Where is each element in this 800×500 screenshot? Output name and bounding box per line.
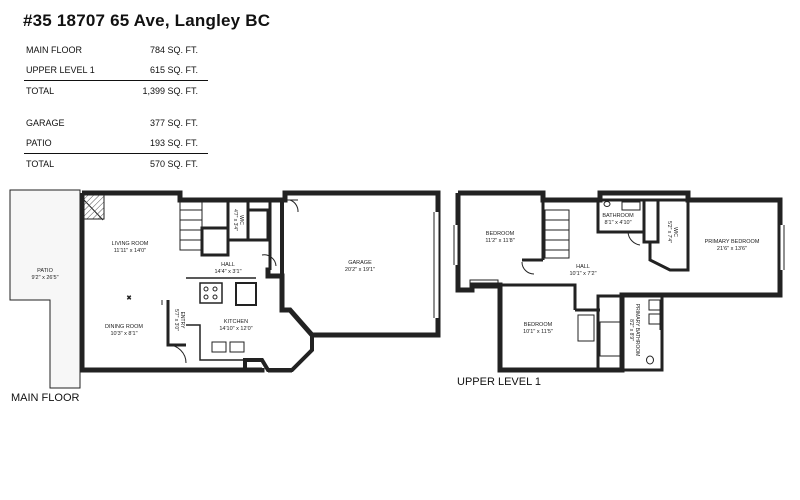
area-value: 615 SQ. FT. (149, 65, 198, 75)
area-summary-table: MAIN FLOOR 784 SQ. FT. UPPER LEVEL 1 615… (24, 40, 208, 174)
area-row-other-total: TOTAL 570 SQ. FT. (24, 153, 208, 174)
area-value: 193 SQ. FT. (149, 138, 198, 148)
primary-bathroom-block (596, 294, 664, 372)
area-value: 377 SQ. FT. (149, 118, 198, 128)
bathroom-dims: 8'1" x 4'10" (604, 220, 631, 226)
area-label: PATIO (26, 138, 52, 148)
garage-name: GARAGE (348, 260, 372, 266)
upper-exterior-wall (455, 190, 783, 373)
listing-title: #35 18707 65 Ave, Langley BC (23, 11, 271, 30)
dining-room-dims: 10'3" x 8'1" (110, 331, 137, 337)
main-floor-label: MAIN FLOOR (11, 392, 80, 404)
area-label: GARAGE (26, 118, 65, 128)
patio-outline (9, 189, 81, 389)
cooktop (199, 282, 223, 304)
upper-level-plan (453, 190, 785, 373)
primary-bedroom-dims: 21'6" x 13'6" (717, 246, 747, 252)
primary-bathroom-name: PRIMARY BATHROOM (634, 304, 640, 357)
upper-wic-dims: 5'2" x 7'4" (666, 221, 672, 243)
garage-dims: 20'2" x 19'1" (345, 267, 375, 273)
kitchen-dims: 14'10" x 12'0" (219, 326, 252, 332)
entry-name: ENTRY (179, 312, 185, 330)
main-hall-name: HALL (221, 262, 235, 268)
kitchen-name: KITCHEN (224, 319, 248, 325)
primary-bedroom-name: PRIMARY BEDROOM (705, 239, 760, 245)
dining-room-name: DINING ROOM (105, 324, 143, 330)
area-row-garage: GARAGE 377 SQ. FT. (24, 113, 208, 133)
main-wic-dims: 4'7" x 3'4" (232, 209, 238, 231)
main-hall-dims: 14'4" x 3'1" (214, 269, 241, 275)
area-row-patio: PATIO 193 SQ. FT. (24, 133, 208, 153)
patio-dims: 9'2" x 26'5" (31, 275, 58, 281)
upper-hall-name: HALL (576, 264, 590, 270)
kitchen-island (235, 282, 257, 306)
bedroom-2-dims: 10'1" x 11'5" (523, 329, 553, 335)
bedroom-2-name: BEDROOM (524, 322, 553, 328)
upper-wic-name: WIC (672, 227, 678, 237)
area-value: 570 SQ. FT. (149, 159, 198, 169)
upper-hall-dims: 10'1" x 7'2" (569, 271, 596, 277)
area-row-living-total: TOTAL 1,399 SQ. FT. (24, 80, 208, 101)
area-label: MAIN FLOOR (26, 45, 83, 55)
living-room-dims: 11'11" x 14'0" (114, 248, 146, 254)
main-floor-plan: × (9, 189, 441, 389)
area-value: 1,399 SQ. FT. (142, 86, 198, 96)
primary-bathroom-dims: 8'2" x 8'9" (628, 319, 634, 341)
area-value: 784 SQ. FT. (149, 45, 198, 55)
main-stair (179, 199, 203, 251)
entry-dims: 5'7" x 3'0" (173, 309, 179, 331)
bedroom-1-dims: 11'2" x 11'8" (485, 238, 514, 244)
main-exterior-wall (82, 190, 441, 338)
area-label: TOTAL (26, 86, 55, 96)
kitchen-bay-wall (243, 335, 314, 372)
area-label: UPPER LEVEL 1 (26, 65, 95, 75)
area-row-main-floor: MAIN FLOOR 784 SQ. FT. (24, 40, 208, 60)
main-wic-name: WIC (238, 215, 244, 225)
living-room-name: LIVING ROOM (112, 241, 149, 247)
bedroom-1-name: BEDROOM (486, 231, 515, 237)
upper-stair (544, 209, 570, 259)
bathroom-name: BATHROOM (602, 213, 634, 219)
patio-name: PATIO (37, 268, 53, 274)
svg-text:×: × (127, 295, 131, 302)
upper-level-label: UPPER LEVEL 1 (457, 376, 541, 388)
area-row-upper-level: UPPER LEVEL 1 615 SQ. FT. (24, 60, 208, 80)
area-label: TOTAL (26, 159, 55, 169)
